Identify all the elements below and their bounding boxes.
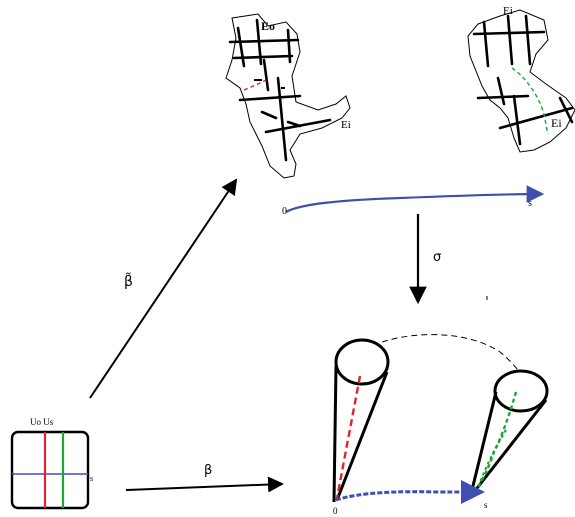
right-cone-top (493, 369, 549, 413)
cone-zero-label: 0 (333, 506, 338, 516)
cone-s-label: s (484, 500, 488, 510)
top-s-label: s (528, 198, 532, 209)
right-blob-outline (467, 9, 575, 153)
left-cone-top (334, 338, 390, 386)
right-blob-green-dash (511, 67, 549, 135)
beta-arrow-group: β (125, 463, 284, 493)
left-cone-side-right (335, 371, 389, 501)
eo-label: Eo (261, 19, 275, 33)
right-blob-group: Ei Ei (467, 5, 575, 153)
top-path-group: 0 s (282, 185, 545, 217)
sigma-arrow-group: σ (409, 214, 488, 305)
sigma-label: σ (433, 250, 441, 265)
ei-right-top-label: Ei (503, 5, 513, 17)
cones-dashed-arc (381, 334, 521, 373)
right-cone-side-right (472, 399, 548, 493)
bottom-blue-path (335, 480, 485, 504)
left-blob-outline (225, 13, 351, 179)
square-uo-us-label: Uo Us (30, 417, 54, 427)
square-box (10, 430, 90, 510)
beta-tilde-arrow (89, 178, 238, 399)
right-cone-green-dash-2 (476, 429, 507, 489)
beta-tilde-label: β̃ (124, 272, 133, 290)
left-blob-red-dash (243, 79, 267, 91)
cones-group: 0 s (332, 334, 549, 516)
square-s-label: s (90, 474, 93, 483)
right-cone-green-dash (475, 391, 518, 491)
beta-tilde-arrow-group: β̃ (89, 178, 238, 399)
top-blue-curve (285, 185, 545, 213)
left-cone-red-dash (335, 375, 362, 499)
beta-arrow (125, 476, 284, 493)
square-group: Uo Us s (10, 417, 93, 510)
beta-label: β (204, 463, 212, 478)
left-cone-side-left (332, 365, 338, 503)
ei-left-label: Ei (341, 119, 351, 131)
top-zero-label: 0 (282, 206, 287, 217)
left-blob-group: Eo Ei (225, 13, 351, 179)
ei-right-label: Ei (551, 116, 562, 130)
right-cone-side-left (470, 391, 498, 491)
